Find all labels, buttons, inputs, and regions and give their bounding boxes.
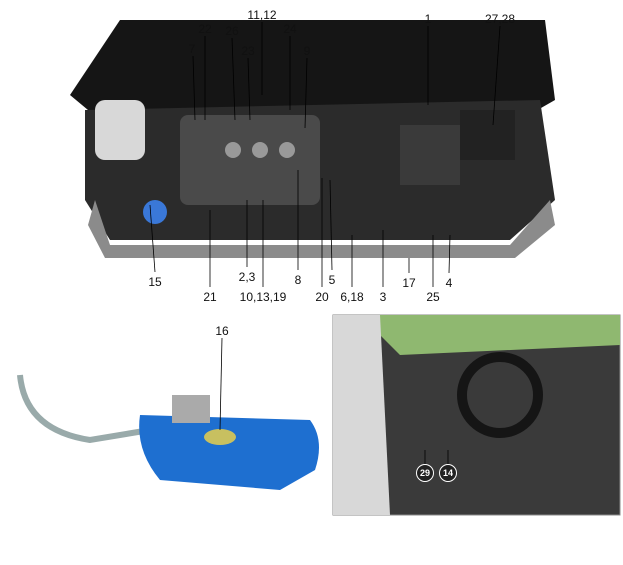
callout-6-18: 6,18 <box>340 290 364 304</box>
callout-22: 22 <box>198 22 212 36</box>
callout-24: 24 <box>283 22 297 36</box>
callout-17: 17 <box>402 276 416 290</box>
callout-8: 8 <box>294 273 302 287</box>
coolant-reservoir <box>95 100 145 160</box>
callout-29: 29 <box>416 464 434 482</box>
callout-5: 5 <box>328 273 336 287</box>
callout-16: 16 <box>215 324 229 338</box>
callout-14: 14 <box>439 464 457 482</box>
callout-4: 4 <box>445 276 453 290</box>
engine-block <box>180 115 320 205</box>
callout-25: 25 <box>426 290 440 304</box>
front-bumper <box>88 200 555 258</box>
washer-cap <box>143 200 167 224</box>
leader-lines <box>149 22 501 465</box>
fuse-box <box>460 110 515 160</box>
callout-3: 3 <box>379 290 387 304</box>
callout-27-28: 27,28 <box>484 12 516 26</box>
callout-23: 23 <box>241 44 255 58</box>
callout-21: 21 <box>203 290 217 304</box>
callout-9: 9 <box>303 44 311 58</box>
callout-10-13-19: 10,13,19 <box>239 290 287 304</box>
fuel-tank <box>139 415 319 490</box>
callout-15: 15 <box>148 275 162 289</box>
callout-1: 1 <box>424 12 432 26</box>
fuel-lines <box>17 374 151 444</box>
callout-7: 7 <box>188 42 196 56</box>
callout-11-12: 11,12 <box>247 8 277 22</box>
callout-26: 26 <box>225 24 239 38</box>
battery <box>400 125 460 185</box>
steering-wheel <box>457 352 543 438</box>
canister <box>172 395 210 423</box>
callout-20: 20 <box>315 290 329 304</box>
hood <box>70 20 555 120</box>
callout-2-3: 2,3 <box>238 270 256 284</box>
fuel-pump <box>204 429 236 445</box>
